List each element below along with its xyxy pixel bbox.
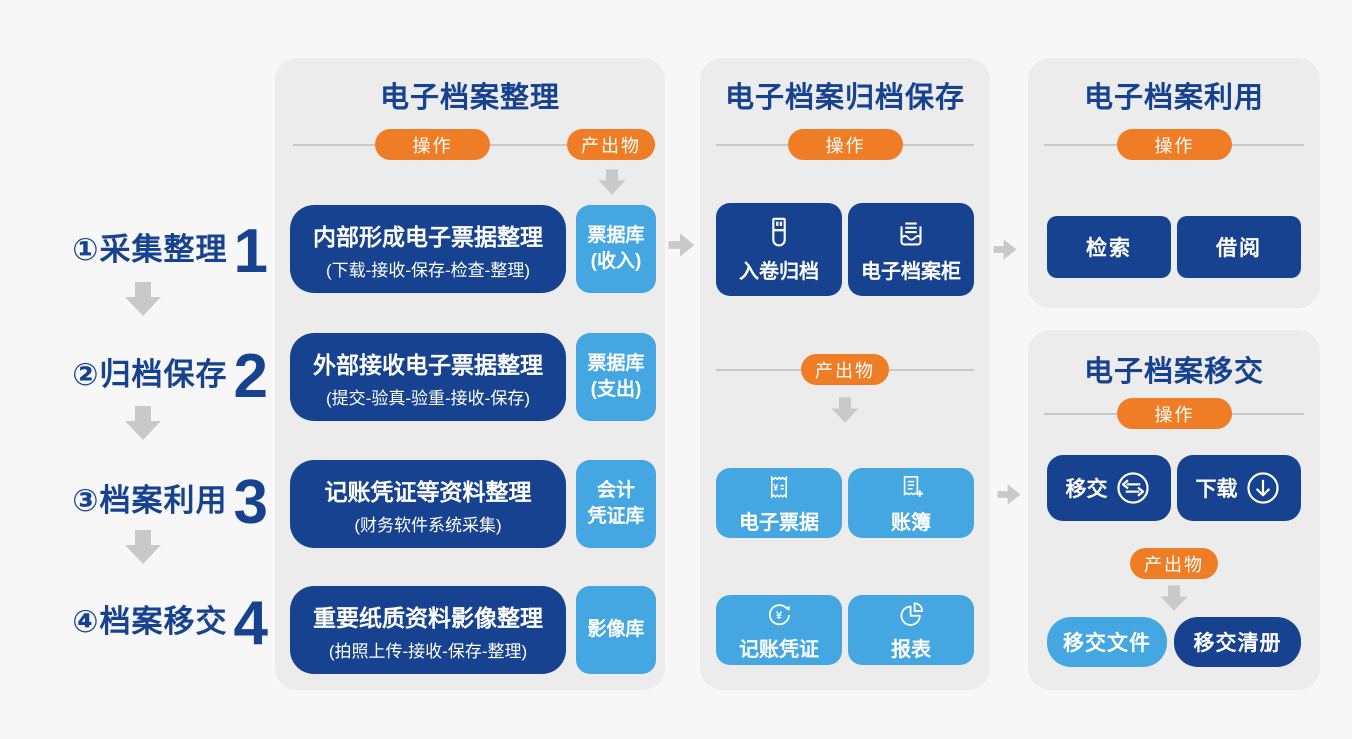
transfer-output-box: 移交文件: [1047, 617, 1167, 667]
output-store-box: 票据库 (收入): [576, 205, 656, 293]
archive-output-box: ¥ 电子票据: [716, 468, 842, 538]
down-arrow-icon: [830, 396, 860, 424]
download-icon: [1243, 468, 1283, 508]
use-operation-box: 检索: [1047, 216, 1171, 278]
step-number: 1: [233, 217, 268, 286]
task-subtitle: (提交-验真-验重-接收-保存): [326, 388, 530, 408]
box-label: 账簿: [891, 511, 931, 534]
step-label: ②归档保存: [72, 356, 228, 392]
panel-title: 电子档案移交: [1083, 356, 1264, 388]
down-arrow-icon: [123, 406, 163, 440]
panel-title: 电子档案归档保存: [724, 82, 965, 114]
step-item-1: ①采集整理 1: [18, 214, 268, 283]
panel-title: 电子档案整理: [379, 82, 560, 114]
organize-row-2: 外部接收电子票据整理 (提交-验真-验重-接收-保存) 票据库 (支出): [290, 333, 656, 421]
archive-output-box: ¥ 记账凭证: [716, 595, 842, 665]
use-operation-box: 借阅: [1177, 216, 1301, 278]
output-pill: 产出物: [567, 129, 655, 160]
panel-archive: 电子档案归档保存 操作 入卷归档: [700, 58, 990, 690]
archive-cabinet-icon: [892, 215, 930, 253]
svg-text:¥: ¥: [773, 482, 778, 492]
box-label: 移交: [1065, 478, 1108, 501]
archive-output-box: 报表: [848, 595, 974, 665]
box-label: 入卷归档: [739, 261, 819, 283]
down-arrow-icon: [1159, 585, 1189, 611]
receipt-icon: ¥: [763, 472, 795, 504]
transfer-arrows-icon: [1113, 468, 1153, 508]
yuan-circle-icon: ¥: [763, 599, 795, 631]
svg-text:¥: ¥: [776, 610, 783, 622]
step-label: ④档案移交: [72, 603, 228, 639]
operation-pill: 操作: [1117, 398, 1232, 429]
transfer-operation-box: 移交: [1047, 455, 1171, 521]
flow-arrow-icon: [997, 483, 1021, 506]
organize-row-3: 记账凭证等资料整理 (财务软件系统采集) 会计 凭证库: [290, 460, 656, 548]
pie-chart-icon: [895, 599, 927, 631]
task-title: 内部形成电子票据整理: [313, 223, 543, 250]
panel-transfer: 电子档案移交 操作 移交 下载: [1028, 330, 1320, 690]
output-store-box: 票据库 (支出): [576, 333, 656, 421]
task-title: 记账凭证等资料整理: [324, 478, 532, 505]
box-label: 记账凭证: [739, 638, 819, 661]
operation-pill: 操作: [788, 129, 903, 160]
organize-row-1: 内部形成电子票据整理 (下载-接收-保存-检查-整理) 票据库 (收入): [290, 205, 656, 293]
task-title: 外部接收电子票据整理: [313, 351, 543, 378]
panel-organize: 电子档案整理 操作 产出物 内部形成电子票据整理 (下载-接收-保存-检查-整理…: [275, 58, 665, 690]
flow-arrow-icon: [993, 238, 1017, 261]
step-label: ③档案利用: [72, 482, 228, 518]
down-arrow-icon: [597, 168, 627, 196]
step-number: 4: [233, 589, 268, 658]
box-label: 电子票据: [739, 511, 819, 534]
step-item-4: ④档案移交 4: [18, 586, 268, 655]
organize-task-box: 记账凭证等资料整理 (财务软件系统采集): [290, 460, 566, 548]
step-number: 2: [233, 342, 268, 411]
output-pill: 产出物: [1130, 548, 1218, 579]
panel-title: 电子档案利用: [1083, 82, 1264, 114]
step-label: ①采集整理: [72, 231, 228, 267]
output-store-box: 影像库: [576, 586, 656, 674]
usb-drive-icon: [760, 215, 798, 253]
organize-task-box: 内部形成电子票据整理 (下载-接收-保存-检查-整理): [290, 205, 566, 293]
transfer-operation-box: 下载: [1177, 455, 1301, 521]
step-item-2: ②归档保存 2: [18, 339, 268, 408]
archive-operation-box: 入卷归档: [716, 203, 842, 296]
flow-arrow-icon: [668, 232, 695, 258]
box-label: 下载: [1195, 478, 1238, 501]
task-subtitle: (财务软件系统采集): [354, 515, 502, 535]
down-arrow-icon: [123, 530, 163, 564]
task-subtitle: (下载-接收-保存-检查-整理): [326, 260, 530, 280]
organize-task-box: 外部接收电子票据整理 (提交-验真-验重-接收-保存): [290, 333, 566, 421]
box-label: 报表: [891, 638, 931, 661]
ledger-icon: [895, 472, 927, 504]
output-pill: 产出物: [801, 354, 889, 385]
operation-pill: 操作: [375, 129, 490, 160]
operation-pill: 操作: [1117, 129, 1232, 160]
transfer-output-box: 移交清册: [1174, 617, 1301, 667]
down-arrow-icon: [123, 282, 163, 316]
step-number: 3: [233, 468, 268, 537]
organize-task-box: 重要纸质资料影像整理 (拍照上传-接收-保存-整理): [290, 586, 566, 674]
step-item-3: ③档案利用 3: [18, 465, 268, 534]
archive-output-box: 账簿: [848, 468, 974, 538]
box-label: 电子档案柜: [861, 261, 961, 283]
task-subtitle: (拍照上传-接收-保存-整理): [328, 641, 528, 661]
organize-row-4: 重要纸质资料影像整理 (拍照上传-接收-保存-整理) 影像库: [290, 586, 656, 674]
panel-use: 电子档案利用 操作 检索 借阅: [1028, 58, 1320, 308]
task-title: 重要纸质资料影像整理: [313, 604, 543, 631]
archive-operation-box: 电子档案柜: [848, 203, 974, 296]
output-store-box: 会计 凭证库: [576, 460, 656, 548]
